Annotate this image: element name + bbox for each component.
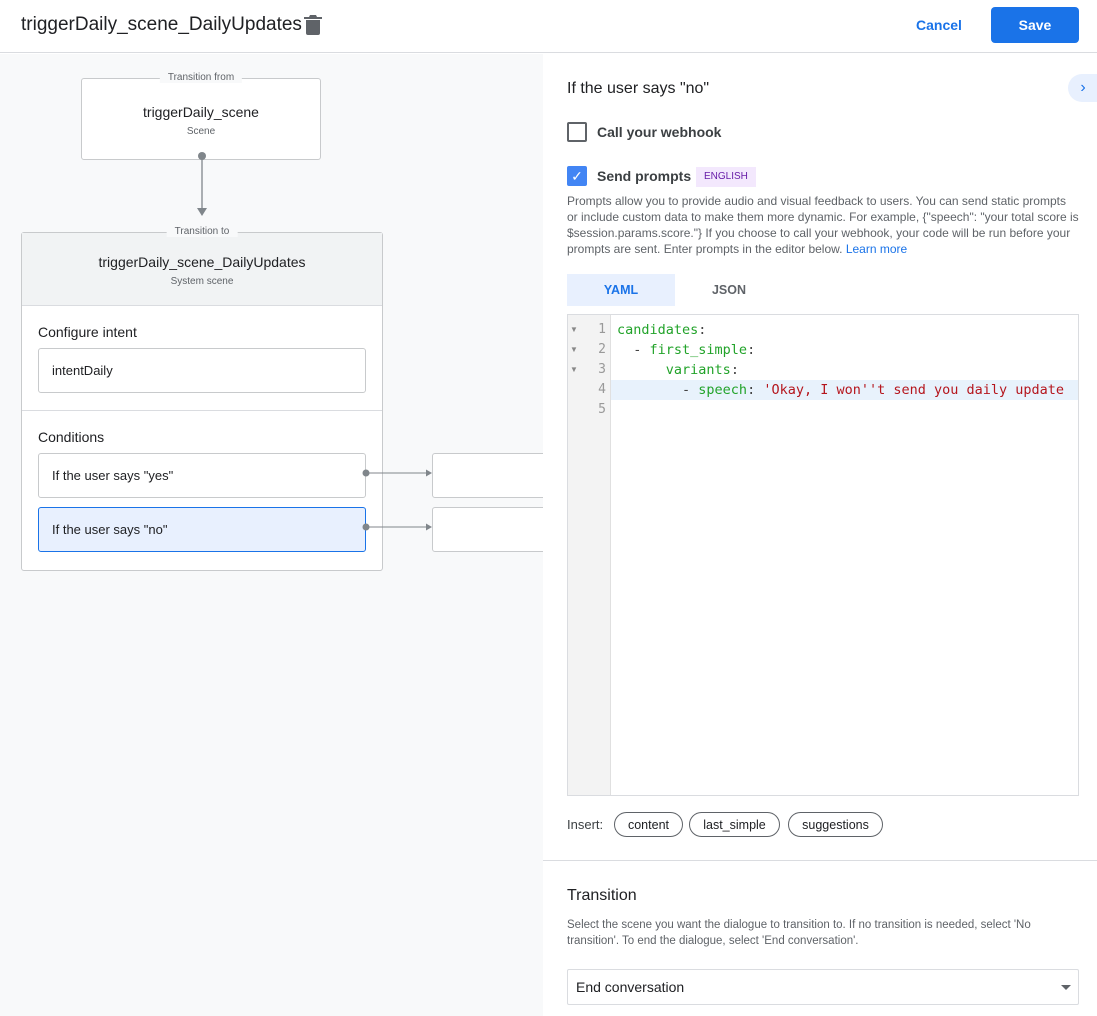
code-editor[interactable]: ▼ ▼ ▼ 1 2 3 4 5 candidates: - first_simp… — [567, 314, 1079, 796]
learn-more-link[interactable]: Learn more — [845, 242, 908, 256]
chip-last-simple[interactable]: last_simple — [689, 812, 780, 837]
panel-heading: If the user says "no" — [567, 80, 710, 97]
description-text: Prompts allow you to provide audio and v… — [567, 194, 1079, 256]
transition-selected-value: End conversation — [576, 979, 685, 995]
fold-icon[interactable]: ▼ — [570, 345, 578, 354]
chip-content[interactable]: content — [614, 812, 683, 837]
conditions-label: Conditions — [38, 429, 105, 445]
tab-json[interactable]: JSON — [711, 283, 747, 297]
configure-intent-label: Configure intent — [38, 324, 137, 340]
code-line-4: - speech: 'Okay, I won''t send you daily… — [617, 382, 1065, 398]
transition-description: Select the scene you want the dialogue t… — [567, 919, 1031, 947]
transition-to-legend: Transition to — [166, 226, 238, 237]
tab-yaml[interactable]: YAML — [567, 274, 675, 306]
send-prompts-checkbox[interactable]: ✓ — [567, 166, 587, 186]
to-scene-name: triggerDaily_scene_DailyUpdates — [98, 254, 306, 270]
no-target-card[interactable] — [432, 507, 543, 552]
condition-connectors — [362, 469, 432, 531]
trash-icon[interactable] — [304, 15, 322, 35]
check-icon: ✓ — [571, 168, 583, 184]
collapse-panel-chevron-icon[interactable]: › — [1068, 74, 1097, 102]
fold-icon[interactable]: ▼ — [570, 365, 578, 374]
fold-icon[interactable]: ▼ — [570, 325, 578, 334]
chip-suggestions[interactable]: suggestions — [788, 812, 883, 837]
line-number: 1 — [598, 322, 606, 337]
line-number: 2 — [598, 342, 606, 357]
transition-from-legend: Transition from — [159, 72, 243, 83]
insert-label: Insert: — [567, 817, 604, 832]
cancel-button[interactable]: Cancel — [916, 17, 962, 33]
dropdown-arrow-icon — [1061, 985, 1071, 990]
transition-arrow — [197, 152, 207, 216]
yes-target-card[interactable] — [432, 453, 543, 498]
condition-panel: › If the user says "no" Call your webhoo… — [543, 54, 1097, 1016]
to-scene-type: System scene — [170, 276, 234, 287]
transition-from-card[interactable]: Transition from triggerDaily_scene Scene — [81, 72, 321, 160]
divider — [543, 860, 1097, 861]
prompts-description: Prompts allow you to provide audio and v… — [567, 193, 1079, 257]
editor-gutter: ▼ ▼ ▼ 1 2 3 4 5 — [568, 315, 611, 795]
transition-to-card: Transition to triggerDaily_scene_DailyUp… — [21, 226, 383, 571]
code-line-2: - first_simple: — [617, 342, 756, 358]
language-badge: ENGLISH — [696, 167, 756, 187]
condition-no[interactable]: If the user says "no" — [38, 507, 366, 552]
active-line-highlight — [611, 380, 1078, 400]
webhook-label: Call your webhook — [597, 124, 722, 140]
header: triggerDaily_scene_DailyUpdates Cancel S… — [0, 0, 1097, 53]
line-number: 5 — [598, 402, 606, 417]
line-number: 4 — [598, 382, 606, 397]
code-line-3: variants: — [665, 362, 739, 378]
line-number: 3 — [598, 362, 606, 377]
from-scene-type: Scene — [186, 126, 216, 137]
intent-item[interactable]: intentDaily — [38, 348, 366, 393]
scene-canvas: Transition from triggerDaily_scene Scene… — [0, 54, 543, 1016]
transition-title: Transition — [567, 887, 637, 904]
webhook-checkbox[interactable] — [567, 122, 587, 142]
code-line-1: candidates: — [617, 322, 707, 338]
condition-yes[interactable]: If the user says "yes" — [38, 453, 366, 498]
page-title: triggerDaily_scene_DailyUpdates — [21, 14, 302, 35]
transition-select[interactable]: End conversation — [567, 969, 1079, 1005]
from-scene-name: triggerDaily_scene — [143, 104, 259, 120]
send-prompts-label: Send prompts — [597, 168, 692, 184]
save-button[interactable]: Save — [991, 7, 1079, 43]
